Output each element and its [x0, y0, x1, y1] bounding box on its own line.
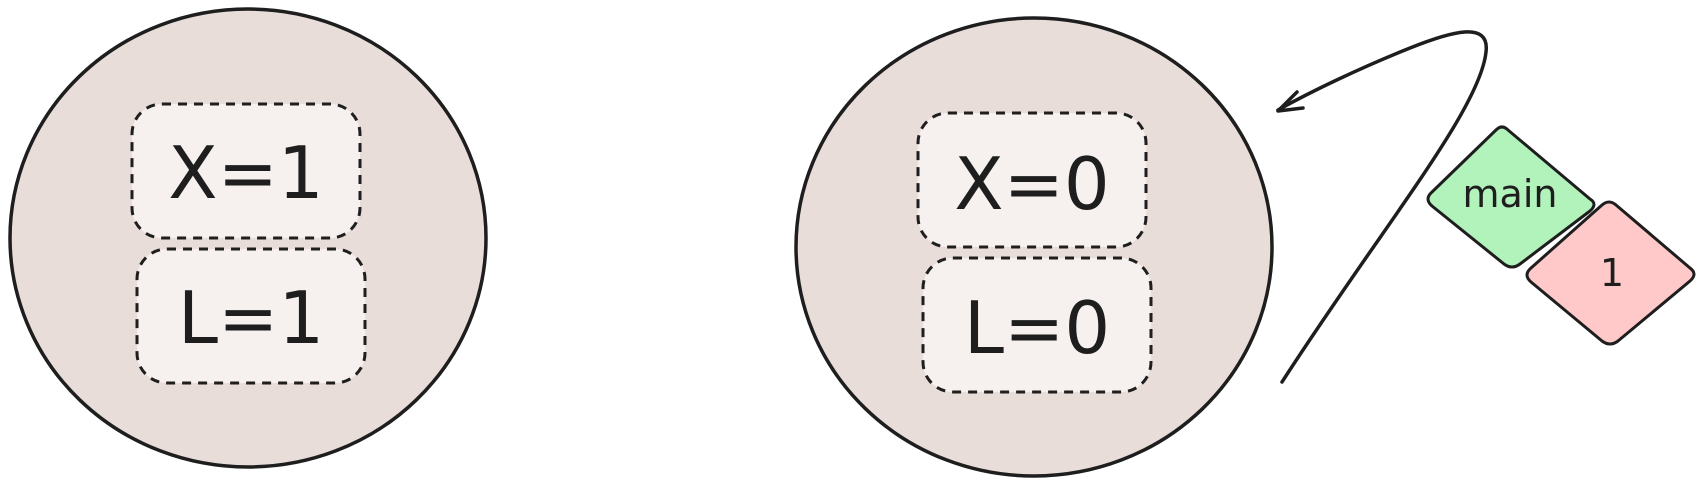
transition-arrow-line — [1276, 30, 1488, 384]
main-tag: main — [1426, 125, 1596, 269]
left-state-node: X=1 L=1 — [8, 7, 488, 469]
right-state-node: X=0 L=0 — [794, 16, 1274, 478]
main-tag-diamond — [1426, 125, 1596, 269]
transition-arrow — [1276, 30, 1488, 384]
left-x-box — [130, 102, 362, 240]
main-tag-label: main — [1463, 172, 1558, 216]
arrowhead-icon — [1276, 90, 1305, 113]
left-l-box — [135, 247, 367, 385]
right-x-box — [916, 111, 1148, 249]
one-tag: 1 — [1525, 200, 1696, 346]
right-l-box — [921, 256, 1153, 394]
right-x-label: X=0 — [954, 142, 1109, 226]
one-tag-label: 1 — [1600, 251, 1624, 295]
left-l-label: L=1 — [178, 276, 324, 360]
right-l-label: L=0 — [964, 286, 1110, 370]
one-tag-diamond — [1525, 200, 1696, 346]
left-x-label: X=1 — [168, 131, 323, 215]
